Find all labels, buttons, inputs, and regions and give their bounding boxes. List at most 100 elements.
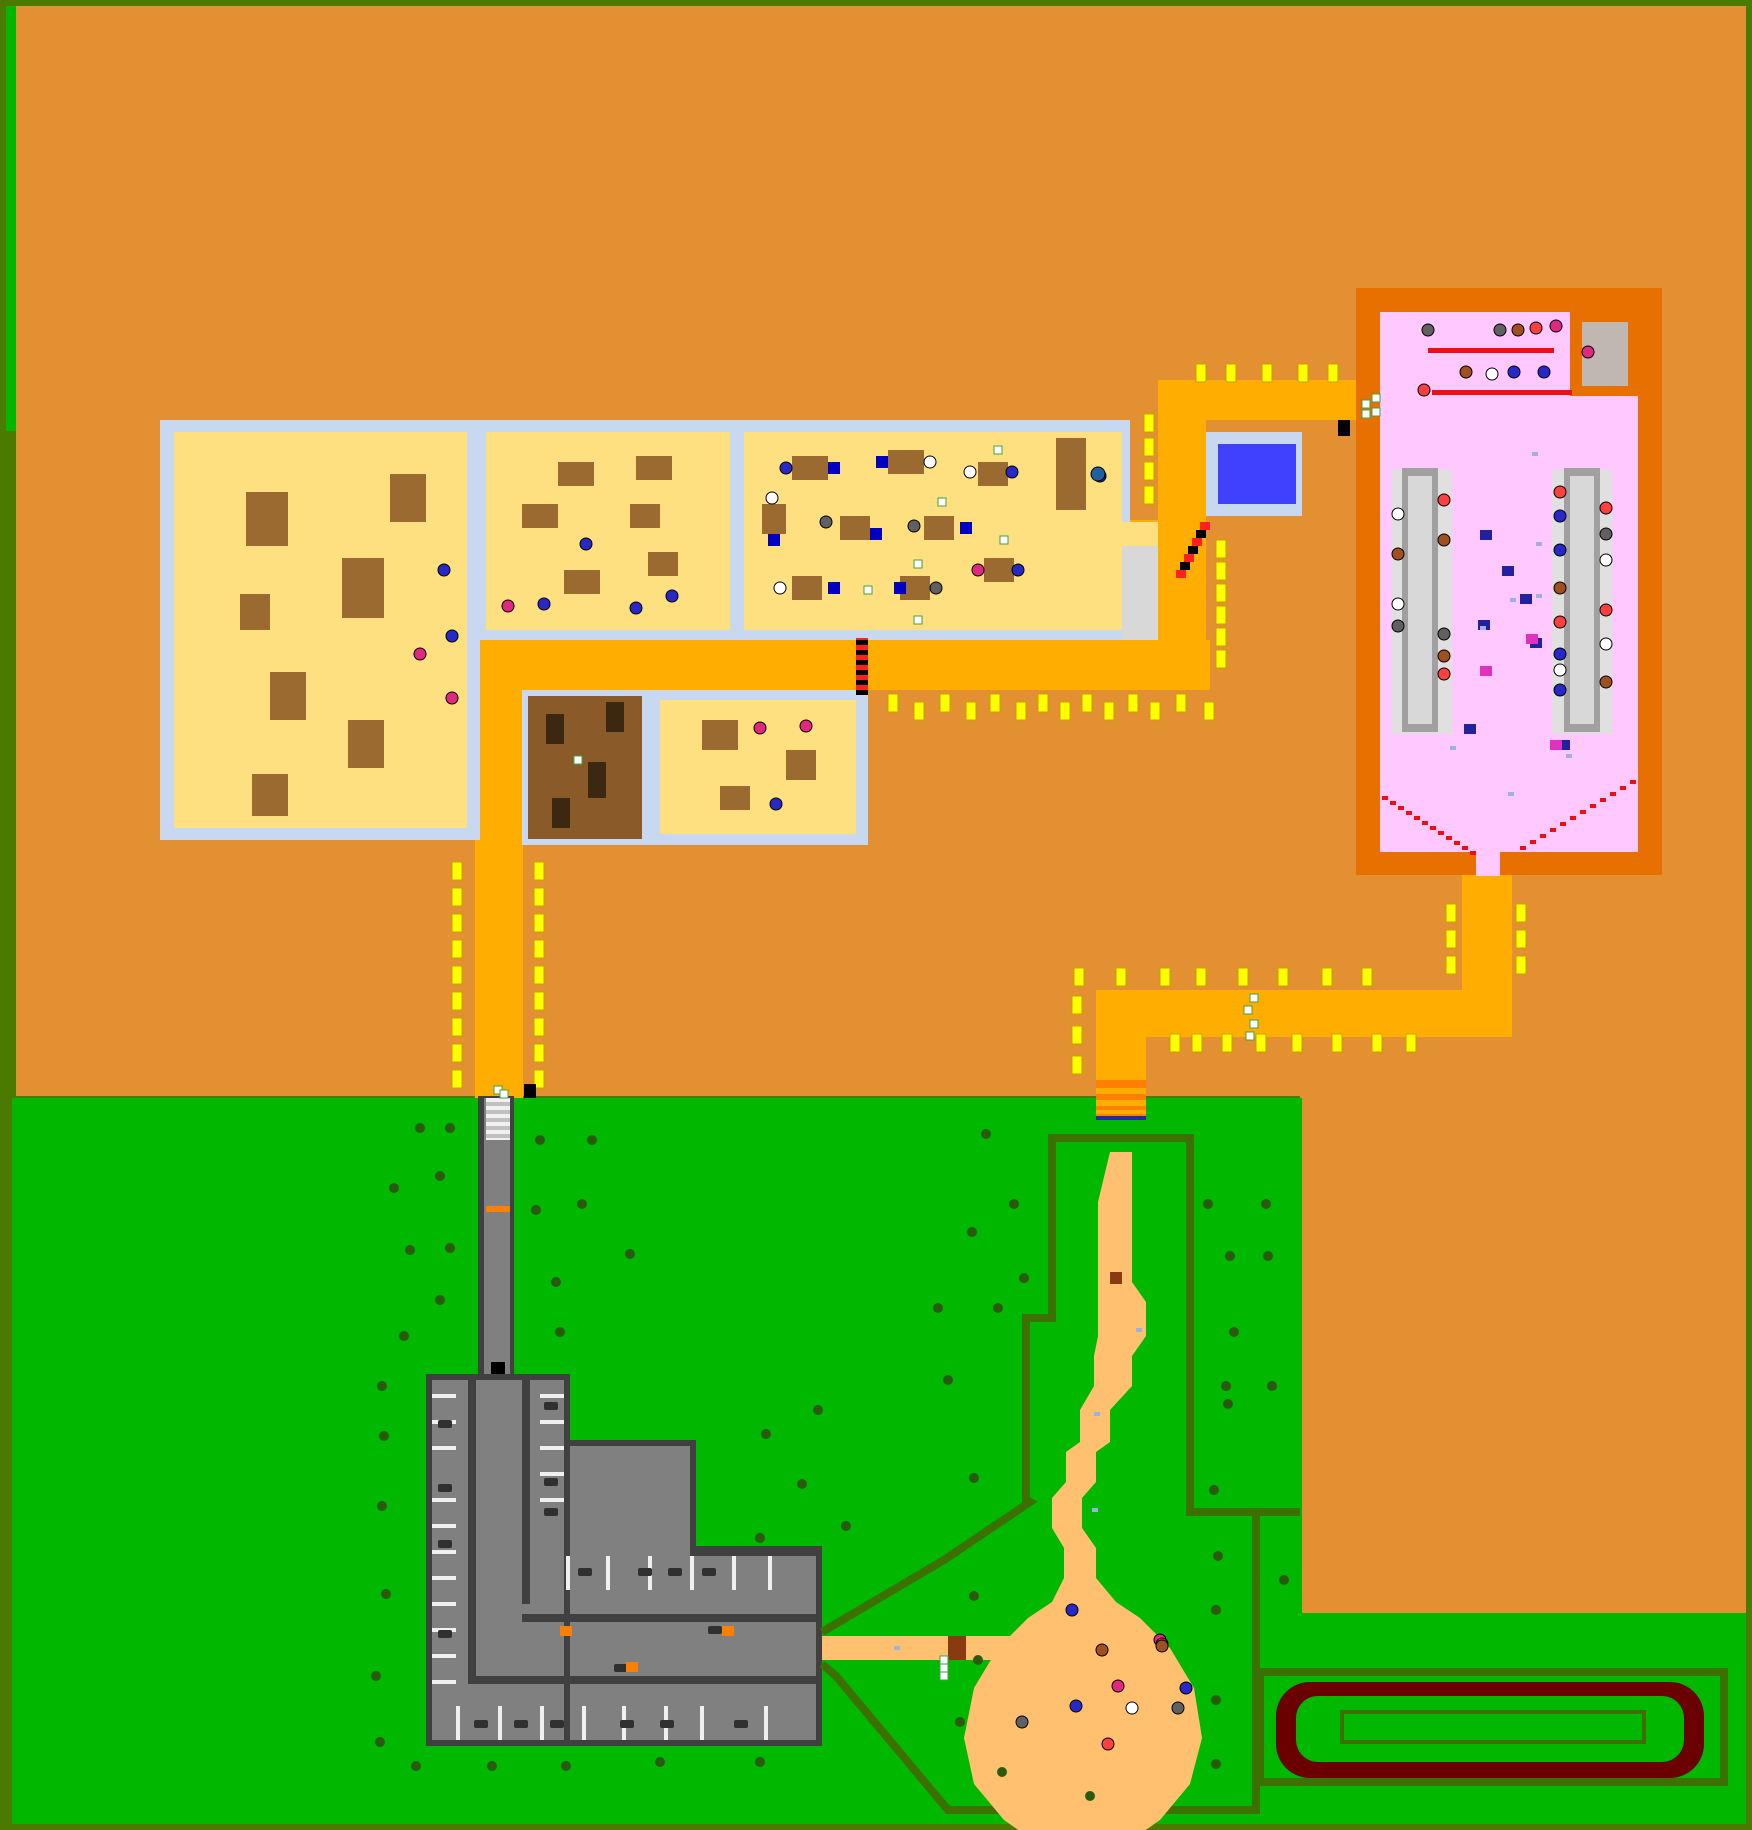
item-icon[interactable] (939, 1655, 949, 1665)
car-icon[interactable] (638, 1568, 652, 1576)
item-icon[interactable] (993, 445, 1003, 455)
sign-icon[interactable] (451, 939, 463, 959)
table[interactable] (792, 576, 822, 600)
chair[interactable] (876, 456, 888, 468)
sign-icon[interactable] (451, 991, 463, 1011)
orange-marker[interactable] (722, 1626, 734, 1636)
npc-icon[interactable] (1391, 619, 1405, 633)
item-icon[interactable] (1502, 566, 1514, 576)
npc-icon[interactable] (1553, 683, 1567, 697)
car-icon[interactable] (438, 1420, 452, 1428)
sign-icon[interactable] (1103, 701, 1115, 721)
item-icon[interactable] (1361, 409, 1371, 419)
car-icon[interactable] (620, 1720, 634, 1728)
red-barrier[interactable] (856, 638, 868, 694)
table[interactable] (240, 594, 270, 630)
item-icon[interactable] (1480, 530, 1492, 540)
chair[interactable] (894, 582, 906, 594)
parking-gate[interactable] (491, 1362, 505, 1374)
npc-icon[interactable] (1437, 667, 1451, 681)
npc-icon[interactable] (1005, 465, 1019, 479)
ramp[interactable] (1188, 546, 1198, 554)
sign-icon[interactable] (1143, 437, 1155, 457)
table[interactable] (522, 504, 558, 528)
npc-icon[interactable] (907, 519, 921, 533)
sign-icon[interactable] (1143, 485, 1155, 505)
car-icon[interactable] (438, 1630, 452, 1638)
table[interactable] (720, 786, 750, 810)
sign-icon[interactable] (451, 1069, 463, 1089)
dark-table[interactable] (552, 798, 570, 828)
sign-icon[interactable] (1321, 967, 1333, 987)
ramp[interactable] (1196, 530, 1206, 538)
sign-icon[interactable] (451, 1043, 463, 1063)
pool[interactable] (1218, 444, 1296, 504)
sign-icon[interactable] (1225, 363, 1237, 383)
sign-icon[interactable] (1221, 1033, 1233, 1053)
car-icon[interactable] (734, 1720, 748, 1728)
item-icon[interactable] (499, 1089, 509, 1099)
npc-icon[interactable] (1111, 1679, 1125, 1693)
table[interactable] (888, 450, 924, 474)
sign-icon[interactable] (1127, 693, 1139, 713)
sign-icon[interactable] (1215, 649, 1227, 669)
car-icon[interactable] (514, 1720, 528, 1728)
item-icon[interactable] (939, 1671, 949, 1681)
npc-icon[interactable] (501, 599, 515, 613)
sign-icon[interactable] (1081, 693, 1093, 713)
sign-icon[interactable] (1405, 1033, 1417, 1053)
npc-icon[interactable] (753, 721, 767, 735)
orange-marker[interactable] (560, 1626, 572, 1636)
npc-icon[interactable] (1553, 543, 1567, 557)
npc-icon[interactable] (1125, 1701, 1139, 1715)
table[interactable] (564, 570, 600, 594)
car-icon[interactable] (702, 1568, 716, 1576)
ramp[interactable] (1184, 554, 1194, 562)
npc-icon[interactable] (923, 455, 937, 469)
path-south-vertical[interactable] (1096, 990, 1146, 1080)
npc-icon[interactable] (1437, 627, 1451, 641)
npc-icon[interactable] (1553, 663, 1567, 677)
item-icon[interactable] (1371, 393, 1381, 403)
sign-icon[interactable] (939, 693, 951, 713)
sign-icon[interactable] (533, 939, 545, 959)
npc-icon[interactable] (1095, 1643, 1109, 1657)
car-icon[interactable] (544, 1402, 558, 1410)
chair[interactable] (768, 534, 780, 546)
item-icon[interactable] (1558, 740, 1570, 750)
npc-icon[interactable] (1437, 649, 1451, 663)
npc-icon[interactable] (629, 601, 643, 615)
sign-icon[interactable] (1331, 1033, 1343, 1053)
chair[interactable] (960, 522, 972, 534)
sign-icon[interactable] (451, 887, 463, 907)
npc-icon[interactable] (1485, 367, 1499, 381)
sign-icon[interactable] (1445, 903, 1457, 923)
sign-icon[interactable] (1073, 967, 1085, 987)
orange-marker[interactable] (626, 1662, 638, 1672)
park-gate[interactable] (948, 1636, 966, 1660)
sign-icon[interactable] (1015, 701, 1027, 721)
chair[interactable] (870, 528, 882, 540)
sign-icon[interactable] (887, 693, 899, 713)
npc-icon[interactable] (1553, 581, 1567, 595)
sign-icon[interactable] (533, 965, 545, 985)
item-icon[interactable] (1520, 594, 1532, 604)
path-north-horizontal[interactable] (1158, 380, 1378, 420)
table[interactable] (390, 474, 426, 522)
sign-icon[interactable] (1159, 967, 1171, 987)
sign-icon[interactable] (1215, 627, 1227, 647)
npc-icon[interactable] (769, 797, 783, 811)
sign-icon[interactable] (1215, 583, 1227, 603)
sign-icon[interactable] (1515, 929, 1527, 949)
table[interactable] (558, 462, 594, 486)
car-icon[interactable] (544, 1508, 558, 1516)
table[interactable] (840, 516, 870, 540)
door-icon[interactable] (1338, 420, 1350, 436)
item-icon[interactable] (1249, 1019, 1259, 1029)
sign-icon[interactable] (533, 861, 545, 881)
npc-icon[interactable] (1581, 345, 1595, 359)
sign-icon[interactable] (1143, 413, 1155, 433)
ramp[interactable] (1200, 522, 1210, 530)
ramp[interactable] (1176, 570, 1186, 578)
item-icon[interactable] (1464, 724, 1476, 734)
